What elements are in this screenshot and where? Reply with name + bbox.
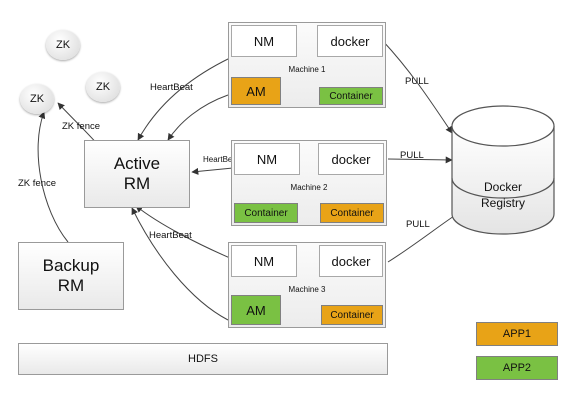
docker-registry-cylinder: Docker Registry bbox=[450, 104, 556, 236]
heartbeat-m1-label: HeartBeat bbox=[150, 82, 193, 93]
machine-1-docker: docker bbox=[317, 25, 383, 57]
active-rm-line2: RM bbox=[123, 174, 151, 193]
machine-2-container-app2: Container bbox=[234, 203, 298, 223]
machine-1-container-app2: Container bbox=[319, 87, 383, 105]
machine-3-container-app1: Container bbox=[321, 305, 383, 325]
heartbeat-m2-label: HeartBeat bbox=[203, 155, 240, 164]
heartbeat-m3-arrow bbox=[135, 205, 231, 259]
machine-1: NM docker Machine 1 AM Container bbox=[228, 22, 386, 108]
machine-3-docker: docker bbox=[319, 245, 383, 277]
zk-node-1: ZK bbox=[46, 30, 80, 60]
cylinder-shape bbox=[451, 105, 555, 235]
pull-m1-arrow bbox=[381, 39, 453, 134]
legend-app1-label: APP1 bbox=[502, 328, 532, 340]
pull-m2-label: PULL bbox=[400, 150, 424, 161]
machine-2-nm: NM bbox=[234, 143, 300, 175]
zk-node-3: ZK bbox=[20, 84, 54, 114]
pull-m1-label: PULL bbox=[405, 76, 429, 87]
heartbeat-am1-arrow bbox=[167, 94, 229, 141]
legend-app2-label: APP2 bbox=[502, 362, 532, 374]
backup-rm-line2: RM bbox=[57, 276, 85, 295]
zk-fence-backup-label: ZK fence bbox=[18, 178, 57, 189]
pull-m3-label: PULL bbox=[406, 219, 430, 230]
machine-2-container-app1: Container bbox=[320, 203, 384, 223]
zk-node-2: ZK bbox=[86, 72, 120, 102]
legend-app2: APP2 bbox=[476, 356, 558, 380]
machine-3-nm: NM bbox=[231, 245, 297, 277]
registry-line1: Docker bbox=[483, 180, 522, 194]
active-rm-line1: Active bbox=[113, 154, 161, 173]
machine-2: NM docker Machine 2 Container Container bbox=[231, 140, 387, 226]
backup-rm-box: Backup RM bbox=[18, 242, 124, 310]
heartbeat-m1-arrow bbox=[137, 57, 231, 141]
heartbeat-m3-label: HeartBeat bbox=[149, 230, 192, 241]
hdfs-bar: HDFS bbox=[18, 343, 388, 375]
machine-2-docker: docker bbox=[318, 143, 384, 175]
machine-3: NM docker Machine 3 AM Container bbox=[228, 242, 386, 328]
machine-1-nm: NM bbox=[231, 25, 297, 57]
registry-line2: Registry bbox=[480, 196, 525, 210]
machine-2-label: Machine 2 bbox=[290, 183, 328, 192]
pull-m2-arrow bbox=[387, 156, 453, 164]
legend-app1: APP1 bbox=[476, 322, 558, 346]
machine-3-am-app2: AM bbox=[231, 295, 281, 325]
heartbeat-m2-arrow bbox=[191, 167, 234, 175]
active-rm-box: Active RM bbox=[84, 140, 190, 208]
heartbeat-am3-arrow bbox=[131, 207, 229, 321]
machine-3-label: Machine 3 bbox=[288, 285, 326, 294]
backup-rm-line1: Backup bbox=[42, 256, 100, 275]
zk-fence-backup-arrow bbox=[37, 111, 69, 243]
zk-fence-active-label: ZK fence bbox=[62, 121, 101, 132]
machine-1-am-app1: AM bbox=[231, 77, 281, 105]
machine-1-label: Machine 1 bbox=[288, 65, 326, 74]
